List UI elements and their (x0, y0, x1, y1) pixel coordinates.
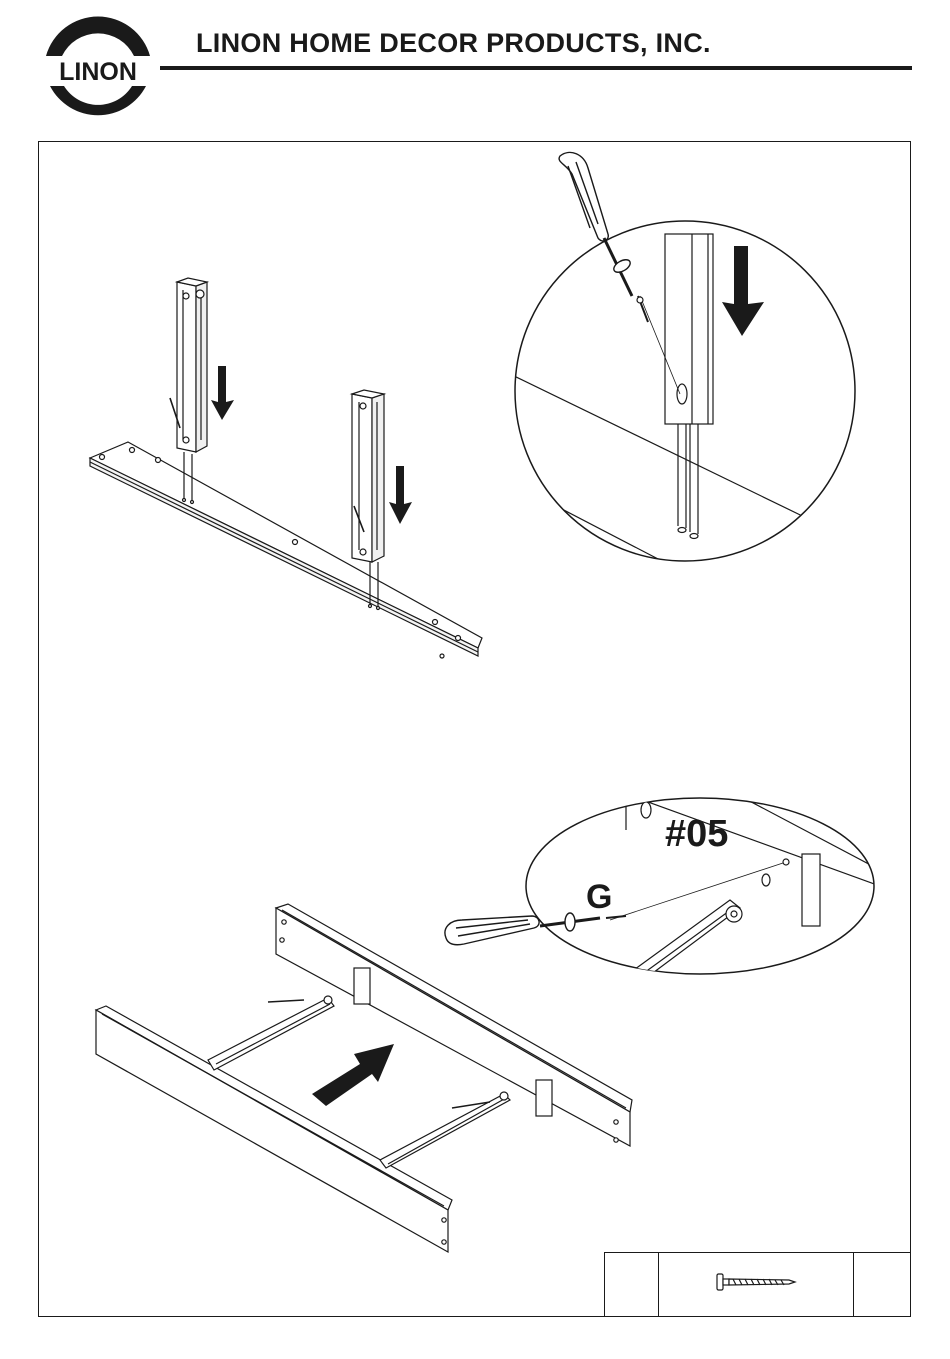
parts-table (604, 1252, 911, 1317)
parts-quantity-cell (854, 1253, 911, 1317)
company-name: LINON HOME DECOR PRODUCTS, INC. (196, 28, 711, 59)
screw-icon (715, 1272, 797, 1292)
step1-detail-circle (510, 146, 860, 576)
header-rule (160, 66, 912, 70)
parts-icon-cell (659, 1253, 854, 1317)
part-number-label: #05 (665, 813, 728, 855)
svg-text:LINON: LINON (59, 58, 137, 86)
parts-letter-cell (605, 1253, 659, 1317)
step2-detail-circle: #05 G (440, 790, 880, 990)
hardware-letter-label: G (586, 878, 612, 916)
linon-logo: LINON (36, 8, 160, 124)
step1-illustration (80, 270, 500, 690)
